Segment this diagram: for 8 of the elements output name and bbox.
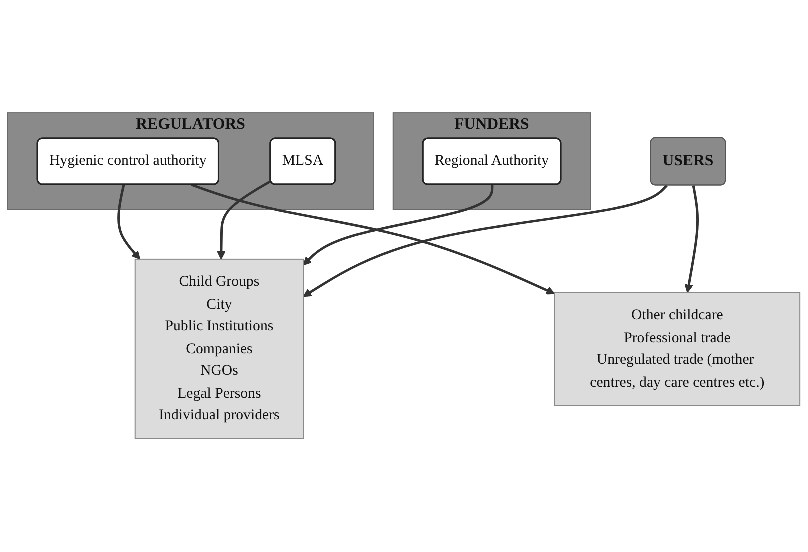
node-box: Child Groups City Public Institutions Companies NGOs Legal Persons Individual providers <box>134 258 304 440</box>
arrow <box>217 180 272 260</box>
node-box: Other childcare Professional trade Unregulated trade (mother centres, day care centres etc.) <box>554 292 801 406</box>
arrow <box>303 184 494 266</box>
arrow <box>303 184 668 298</box>
arrow <box>684 186 700 294</box>
arrow <box>118 184 141 260</box>
arrow <box>191 184 556 295</box>
